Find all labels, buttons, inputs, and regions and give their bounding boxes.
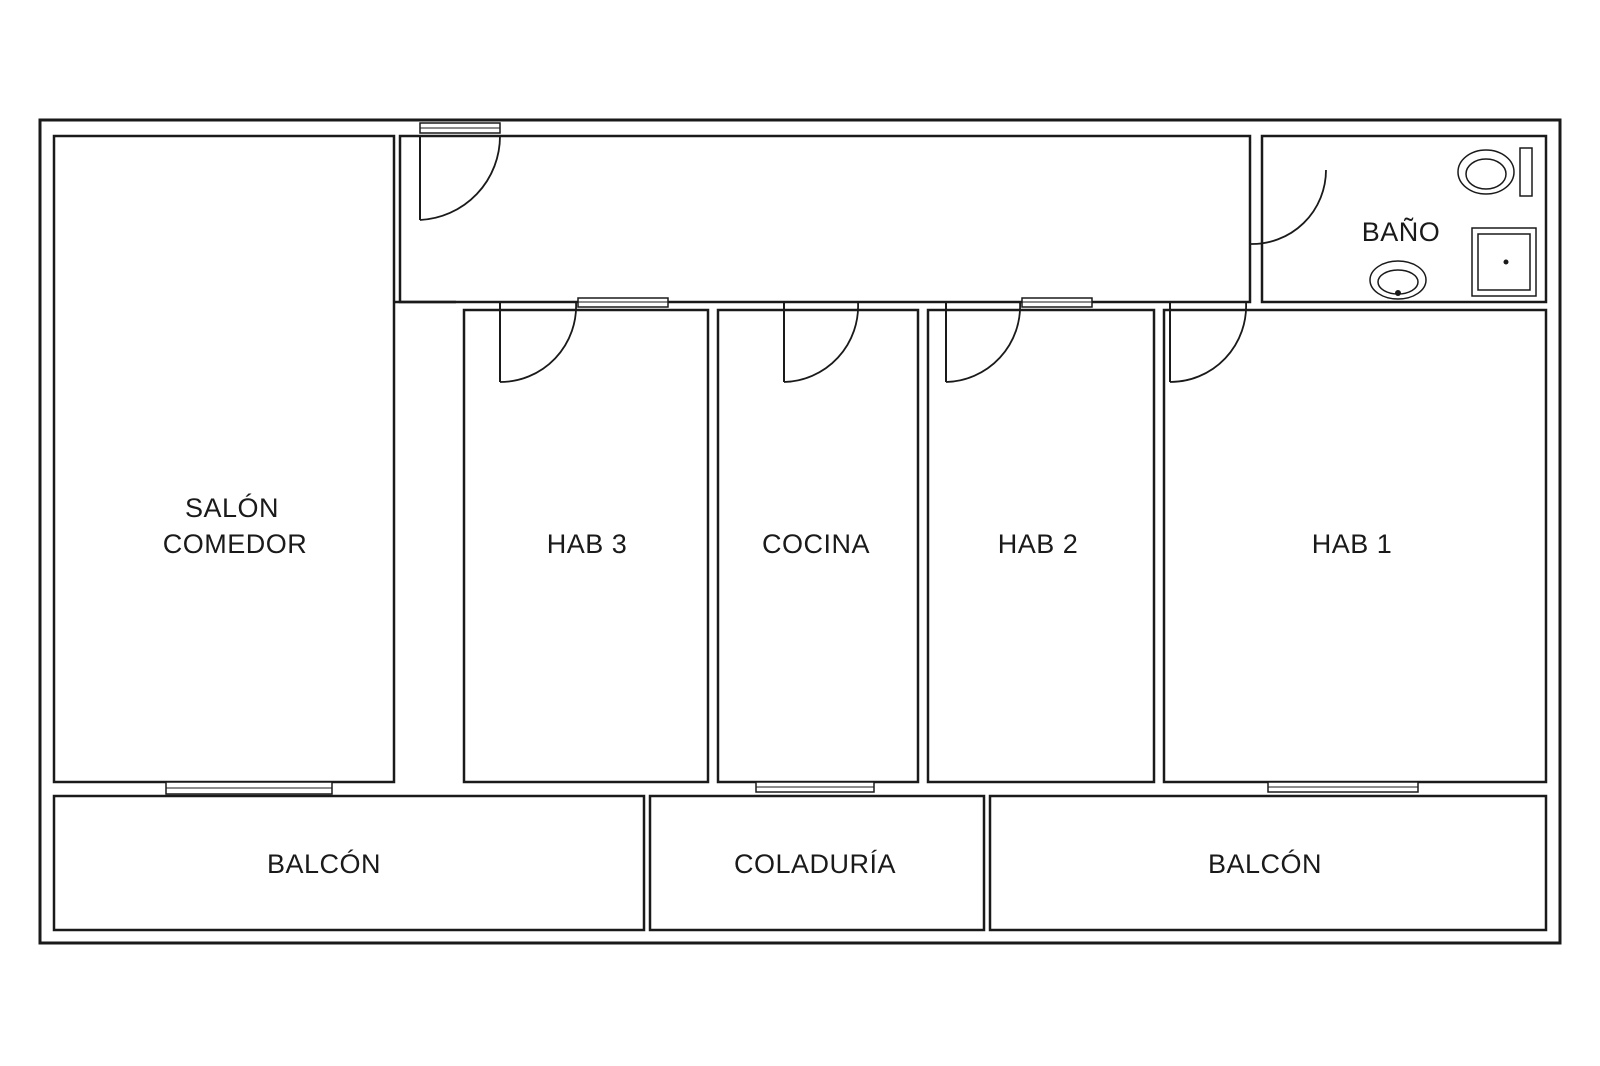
label-salon: SALÓN: [185, 492, 279, 523]
label-balcon-left: BALCÓN: [267, 848, 381, 879]
windows: [165, 122, 1419, 795]
outer-wall: [38, 118, 1562, 945]
label-balcon-right: BALCÓN: [1208, 848, 1322, 879]
label-bano: BAÑO: [1362, 216, 1441, 247]
room-coladuria: [648, 794, 986, 932]
bathroom-fixtures: [1369, 147, 1537, 300]
label-hab3: HAB 3: [547, 529, 628, 559]
doors: [419, 135, 1327, 383]
room-hab3: [462, 308, 710, 784]
label-comedor: COMEDOR: [163, 529, 308, 559]
toilet-tank: [1519, 147, 1533, 197]
room-hab2: [926, 308, 1156, 784]
room-cocina: [716, 308, 920, 784]
shower-drain-icon: [1503, 259, 1509, 265]
room-balcon-right: [988, 794, 1548, 932]
label-hab2: HAB 2: [998, 529, 1079, 559]
label-hab1: HAB 1: [1312, 529, 1393, 559]
room-balcon-left: [52, 794, 646, 932]
label-coladuria: COLADURÍA: [734, 849, 896, 879]
sink-tap-icon: [1395, 290, 1401, 296]
room-hallway: [398, 134, 1252, 304]
room-salon-comedor: [52, 134, 396, 784]
label-cocina: COCINA: [762, 529, 870, 559]
